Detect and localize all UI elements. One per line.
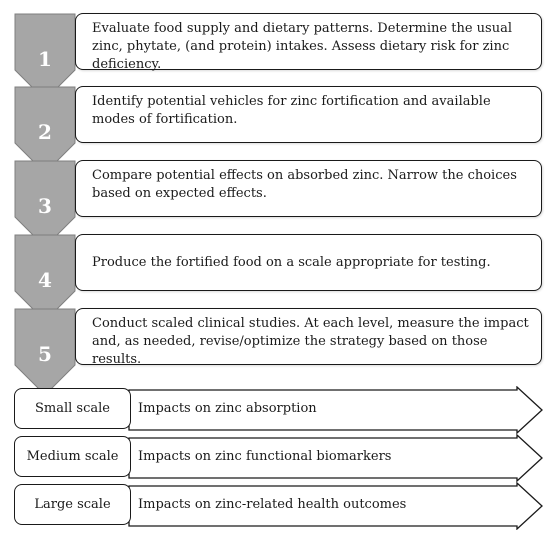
step-1-number: 1 <box>38 47 52 71</box>
step-5-box: Conduct scaled clinical studies. At each… <box>75 308 542 367</box>
step-4-box: Produce the fortified food on a scale ap… <box>75 234 542 291</box>
step-2-chevron <box>14 86 76 174</box>
large-scale-impact: Impacts on zinc-related health outcomes <box>138 497 407 512</box>
medium-scale-impact: Impacts on zinc functional biomarkers <box>138 449 392 464</box>
step-3-number: 3 <box>38 194 52 218</box>
medium-scale-arrow <box>128 434 544 482</box>
step-3-box: Compare potential effects on absorbed zi… <box>75 160 542 217</box>
step-4-text: Produce the fortified food on a scale ap… <box>92 255 491 270</box>
large-scale-box: Large scale <box>14 484 131 525</box>
small-scale-label: Small scale <box>35 401 110 416</box>
small-scale-impact: Impacts on zinc absorption <box>138 401 317 416</box>
medium-scale-label: Medium scale <box>26 449 119 464</box>
large-scale-arrow <box>128 482 544 530</box>
step-1-box: Evaluate food supply and dietary pattern… <box>75 13 542 72</box>
step-5-text: Conduct scaled clinical studies. At each… <box>92 316 529 367</box>
step-2-text: Identify potential vehicles for zinc for… <box>92 94 491 127</box>
step-3-text: Compare potential effects on absorbed zi… <box>92 168 517 201</box>
step-1-text: Evaluate food supply and dietary pattern… <box>92 21 512 72</box>
large-scale-label: Large scale <box>34 497 111 512</box>
step-2-number: 2 <box>38 120 52 144</box>
step-5-chevron <box>14 308 76 396</box>
step-1-chevron <box>14 13 76 101</box>
step-3-chevron <box>14 160 76 248</box>
step-4-chevron <box>14 234 76 322</box>
medium-scale-box: Medium scale <box>14 436 131 477</box>
step-4-number: 4 <box>38 268 52 292</box>
step-2-box: Identify potential vehicles for zinc for… <box>75 86 542 143</box>
small-scale-arrow <box>128 386 544 434</box>
small-scale-box: Small scale <box>14 388 131 429</box>
step-5-number: 5 <box>38 342 52 366</box>
